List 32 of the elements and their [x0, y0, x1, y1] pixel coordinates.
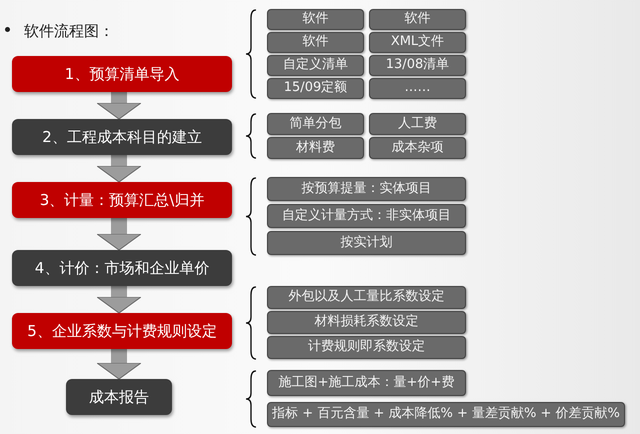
block-arrow: [96, 349, 142, 380]
item-tile: 人工费: [369, 113, 466, 135]
process-box: 1、预算清单导入: [12, 56, 232, 92]
item-tile: 按预算提量：实体项目: [267, 177, 466, 201]
process-box: 4、计价：市场和企业单价: [12, 250, 232, 286]
item-tile: 自定义清单: [267, 55, 364, 76]
item-tile: 成本杂项: [369, 137, 466, 159]
item-tile: 材料费: [267, 137, 364, 159]
item-tile: 材料损耗系数设定: [267, 311, 466, 334]
item-tile: 15/09定额: [267, 78, 364, 99]
block-arrow: [96, 155, 142, 182]
item-tile: XML文件: [369, 32, 466, 53]
process-box: 成本报告: [66, 379, 172, 415]
process-box: 3、计量：预算汇总\归并: [12, 182, 232, 218]
item-tile: 简单分包: [267, 113, 364, 135]
block-arrow: [96, 286, 142, 314]
item-tile: 按实计划: [267, 231, 466, 255]
item-tile: 计费规则即系数设定: [267, 336, 466, 359]
block-arrow: [96, 218, 142, 250]
item-tile: ……: [369, 78, 466, 99]
item-tile: 软件: [267, 9, 364, 30]
item-tile: 外包以及人工量比系数设定: [267, 286, 466, 309]
item-tile: 施工图+施工成本：量+价+费: [267, 370, 466, 396]
item-tile: 软件: [369, 9, 466, 30]
item-tile: 软件: [267, 32, 364, 53]
item-tile: 自定义计量方式：非实体项目: [267, 204, 466, 228]
title: 软件流程图：: [24, 21, 114, 42]
process-box: 2、工程成本科目的建立: [12, 119, 232, 155]
item-tile: 13/08清单: [369, 55, 466, 76]
process-box: 5、企业系数与计费规则设定: [12, 313, 232, 349]
item-tile: 指标 + 百元含量 + 成本降低% + 量差贡献% + 价差贡献%: [267, 402, 625, 427]
block-arrow: [96, 92, 142, 120]
